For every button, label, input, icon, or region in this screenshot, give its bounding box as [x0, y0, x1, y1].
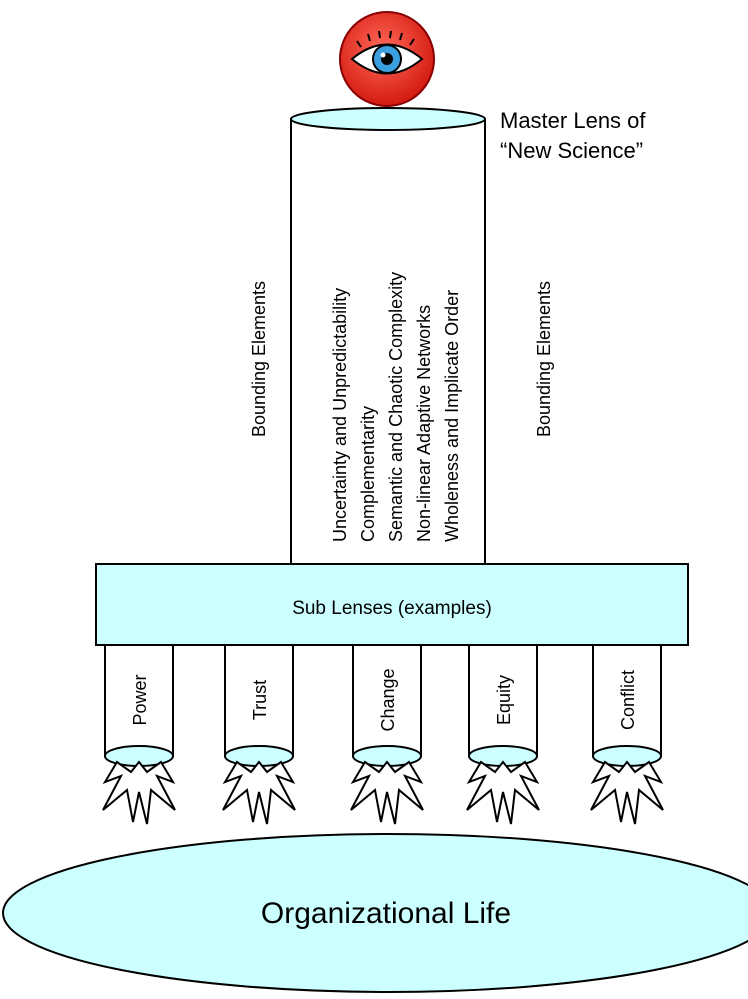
sub-lens-equity: Equity [494, 675, 514, 725]
bounding-elements-left: Bounding Elements [249, 281, 269, 437]
sub-lens-trust: Trust [250, 680, 270, 720]
principle-item: Complementarity [358, 406, 378, 542]
light-burst-icon [222, 760, 296, 825]
principle-item: Non-linear Adaptive Networks [414, 305, 434, 542]
light-burst-icon [590, 760, 664, 825]
principle-item: Wholeness and Implicate Order [442, 290, 462, 542]
organizational-life-ellipse [2, 833, 748, 993]
principle-item: Uncertainty and Unpredictability [330, 288, 350, 542]
principles-list: Uncertainty and Unpredictability Complem… [330, 272, 462, 542]
bounding-elements-right: Bounding Elements [534, 281, 554, 437]
master-lens-label-line2: “New Science” [500, 138, 643, 163]
sub-lens-power: Power [130, 674, 150, 725]
sub-lenses-label: Sub Lenses (examples) [292, 598, 492, 619]
lens-top-ellipse [290, 107, 486, 131]
master-lens-label-line1: Master Lens of [500, 108, 646, 133]
light-burst-icon [350, 760, 424, 825]
light-bursts [102, 760, 664, 825]
master-lens-column [290, 107, 486, 566]
organizational-life-label: Organizational Life [261, 897, 511, 930]
eye-icon [339, 11, 435, 107]
sub-lens-change: Change [378, 668, 398, 731]
light-burst-icon [102, 760, 176, 825]
sub-lenses-bar [95, 563, 689, 646]
light-burst-icon [466, 760, 540, 825]
principle-item: Semantic and Chaotic Complexity [386, 272, 406, 542]
sub-lens-conflict: Conflict [618, 670, 638, 730]
